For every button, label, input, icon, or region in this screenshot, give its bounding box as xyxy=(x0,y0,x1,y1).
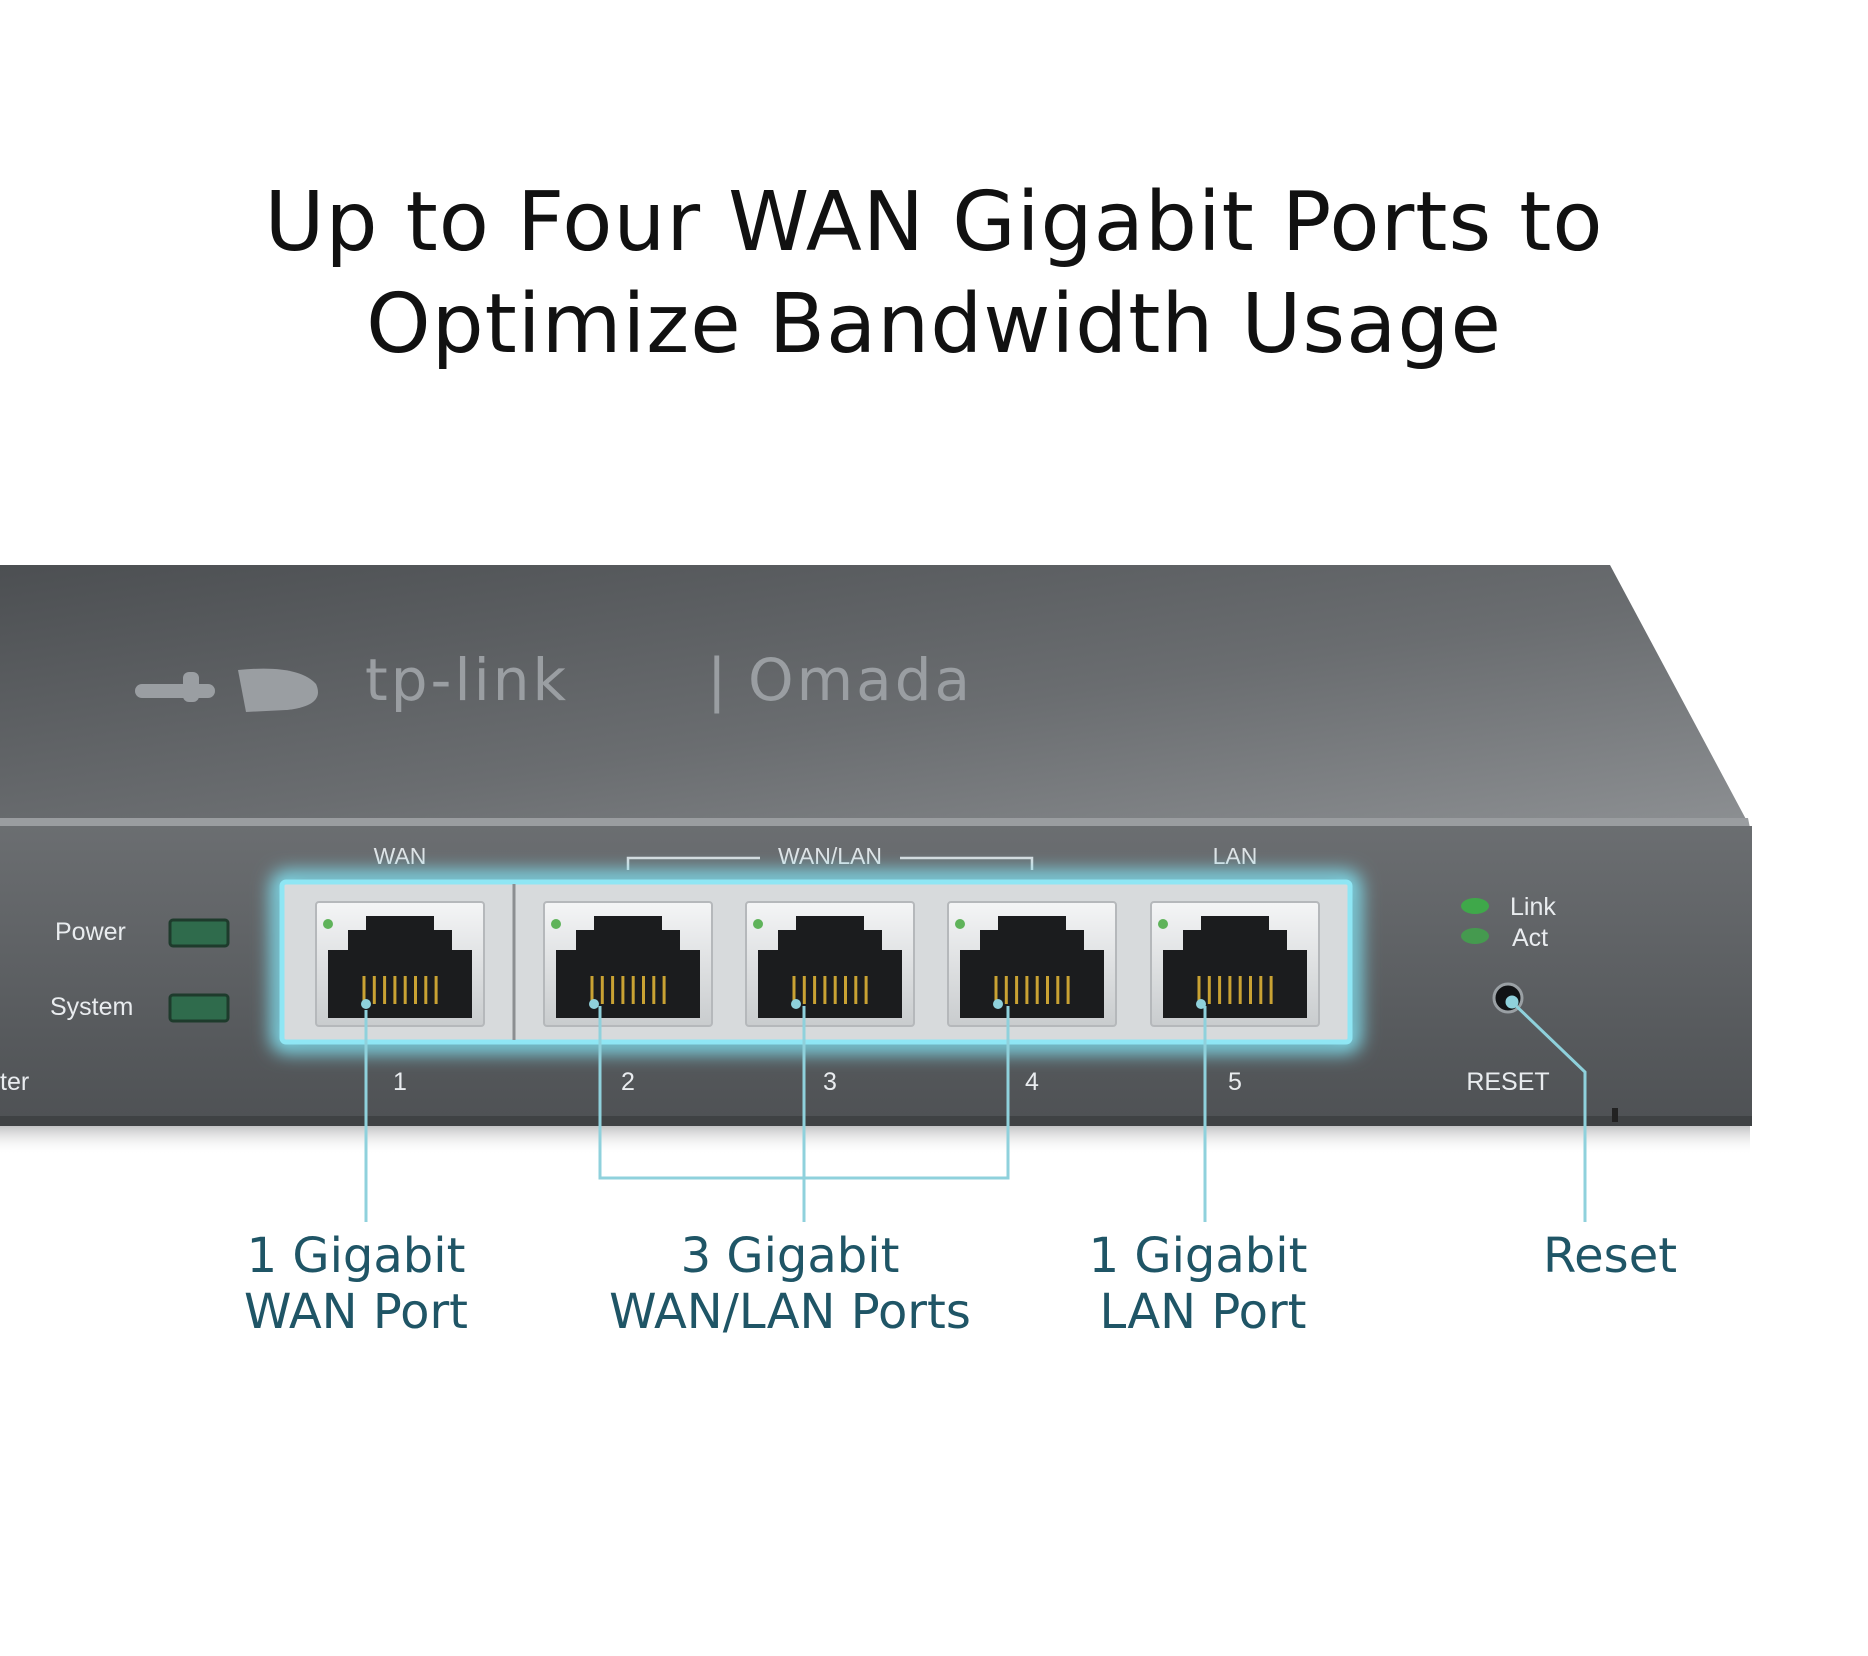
rj45-port-icon xyxy=(947,901,1117,1027)
headline: Up to Four WAN Gigabit Ports to Optimize… xyxy=(264,175,1603,372)
callout-lines xyxy=(364,995,1587,1222)
device-top-surface xyxy=(0,565,1748,823)
port-number-1: 1 xyxy=(393,1068,407,1096)
rj45-port-icon xyxy=(543,901,713,1027)
product-line-name: Omada xyxy=(748,646,973,714)
callout-reset: Reset xyxy=(1543,1228,1677,1284)
callout-anchor-dot xyxy=(791,999,801,1009)
wan-group-label: WAN xyxy=(374,843,427,869)
port-number-2: 2 xyxy=(621,1068,635,1096)
port-led-icon xyxy=(1158,919,1168,929)
reset-device-label: RESET xyxy=(1466,1068,1549,1096)
headline-line-2: Optimize Bandwidth Usage xyxy=(366,277,1502,372)
port-number-3: 3 xyxy=(823,1068,837,1096)
device-front-bottom-edge xyxy=(0,1116,1752,1126)
rj45-port-icon xyxy=(315,901,485,1027)
callouts: 1 Gigabit WAN Port 3 Gigabit WAN/LAN Por… xyxy=(244,1228,1677,1340)
callout-anchor-dot xyxy=(993,999,1003,1009)
act-led-icon xyxy=(1461,928,1489,944)
callout-lan-line-2: LAN Port xyxy=(1100,1284,1307,1340)
port-led-icon xyxy=(323,919,333,929)
callout-anchor-dot xyxy=(361,999,371,1009)
model-text-fragment: ter xyxy=(0,1068,29,1096)
callout-wan-lan-line-1: 3 Gigabit xyxy=(681,1228,900,1284)
callout-wan-line-2: WAN Port xyxy=(244,1284,468,1340)
callout-wan-lan-line-2: WAN/LAN Ports xyxy=(609,1284,971,1340)
lan-group-label: LAN xyxy=(1213,843,1258,869)
rj45-port-icon xyxy=(1150,901,1320,1027)
port-number-5: 5 xyxy=(1228,1068,1242,1096)
link-label: Link xyxy=(1510,893,1556,921)
callout-lan-line-1: 1 Gigabit xyxy=(1089,1228,1308,1284)
side-notch xyxy=(1612,1108,1618,1122)
brand-name: tp-link xyxy=(365,646,569,714)
router-device: tp-link | Omada Power System ter WAN WAN… xyxy=(0,565,1752,1155)
reset-callout-dot xyxy=(1505,995,1519,1009)
callout-wan-line-1: 1 Gigabit xyxy=(247,1228,466,1284)
port-led-icon xyxy=(955,919,965,929)
tp-link-logo-icon xyxy=(135,668,318,712)
link-led-icon xyxy=(1461,898,1489,914)
ports xyxy=(315,901,1320,1027)
act-label: Act xyxy=(1512,924,1548,952)
device-front-edge-highlight xyxy=(0,818,1750,828)
wan-lan-group-bracket xyxy=(626,856,1034,870)
system-label: System xyxy=(50,993,133,1021)
brand-separator: | xyxy=(707,646,730,714)
power-label: Power xyxy=(55,918,126,946)
reset-callout-line xyxy=(1510,1000,1587,1222)
headline-line-1: Up to Four WAN Gigabit Ports to xyxy=(264,175,1603,270)
power-led-icon xyxy=(168,918,230,948)
device-shadow xyxy=(0,1125,1750,1155)
rj45-port-icon xyxy=(745,901,915,1027)
system-led-icon xyxy=(168,993,230,1023)
port-led-icon xyxy=(753,919,763,929)
port-number-4: 4 xyxy=(1025,1068,1039,1096)
callout-anchor-dot xyxy=(589,999,599,1009)
port-led-icon xyxy=(551,919,561,929)
wan-lan-group-label: WAN/LAN xyxy=(778,843,882,869)
